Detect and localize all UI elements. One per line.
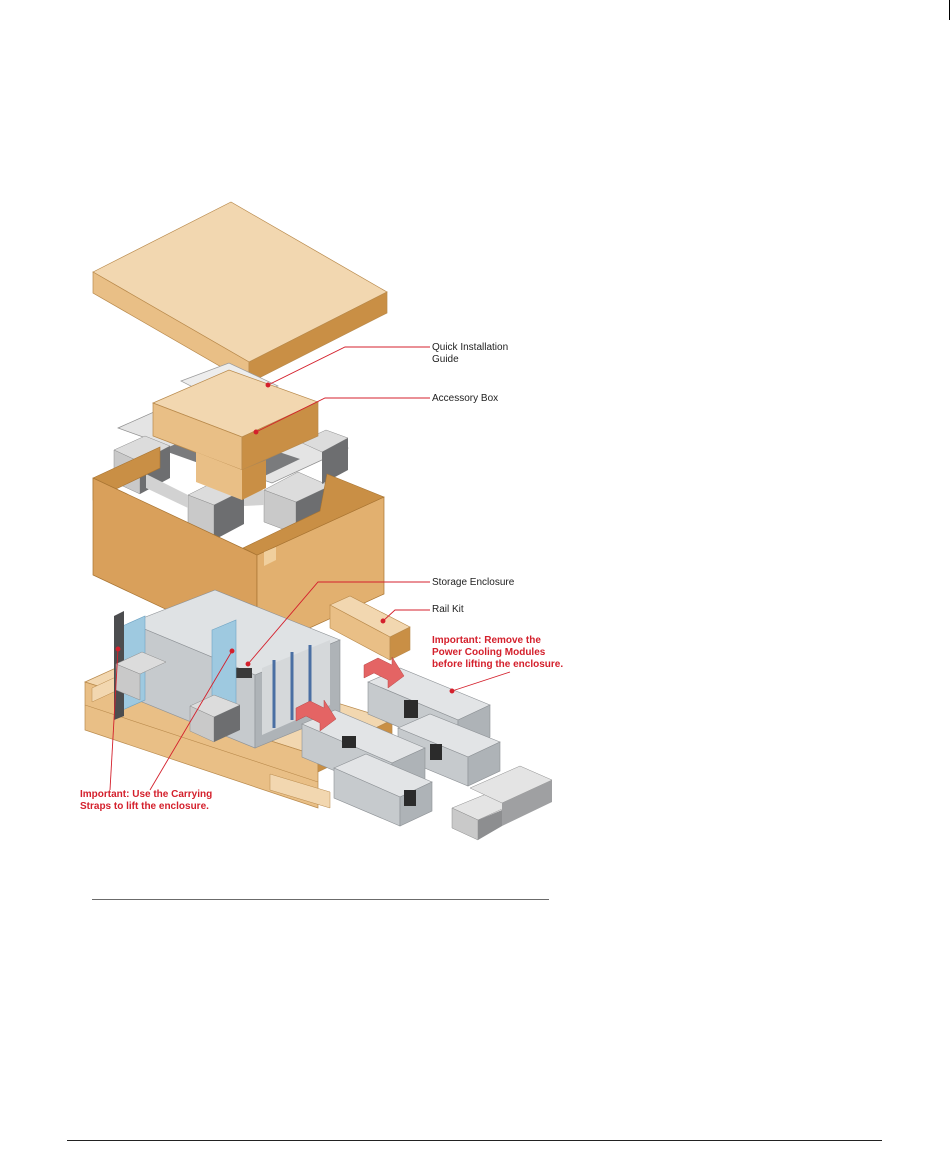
- note-remove-power-cooling-modules: Important: Remove the Power Cooling Modu…: [432, 635, 563, 671]
- note-carrying-straps: Important: Use the Carrying Straps to li…: [80, 789, 212, 813]
- page-footer-rule: [67, 1140, 882, 1141]
- label-accessory-box: Accessory Box: [432, 393, 498, 405]
- note-remove-line1: Important: Remove the: [432, 635, 563, 647]
- note-remove-line2: Power Cooling Modules: [432, 647, 563, 659]
- label-storage-enclosure: Storage Enclosure: [432, 577, 514, 589]
- label-quick-installation-guide-line1: Quick Installation: [432, 342, 508, 354]
- box-lid: [93, 202, 387, 383]
- label-rail-kit: Rail Kit: [432, 604, 464, 616]
- label-quick-installation-guide-line2: Guide: [432, 354, 508, 366]
- note-remove-line3: before lifting the enclosure.: [432, 659, 563, 671]
- note-straps-line1: Important: Use the Carrying: [80, 789, 212, 801]
- label-quick-installation-guide: Quick Installation Guide: [432, 342, 508, 366]
- figure-bottom-rule: [92, 899, 549, 900]
- rail-kit: [330, 596, 410, 660]
- note-straps-line2: Straps to lift the enclosure.: [80, 801, 212, 813]
